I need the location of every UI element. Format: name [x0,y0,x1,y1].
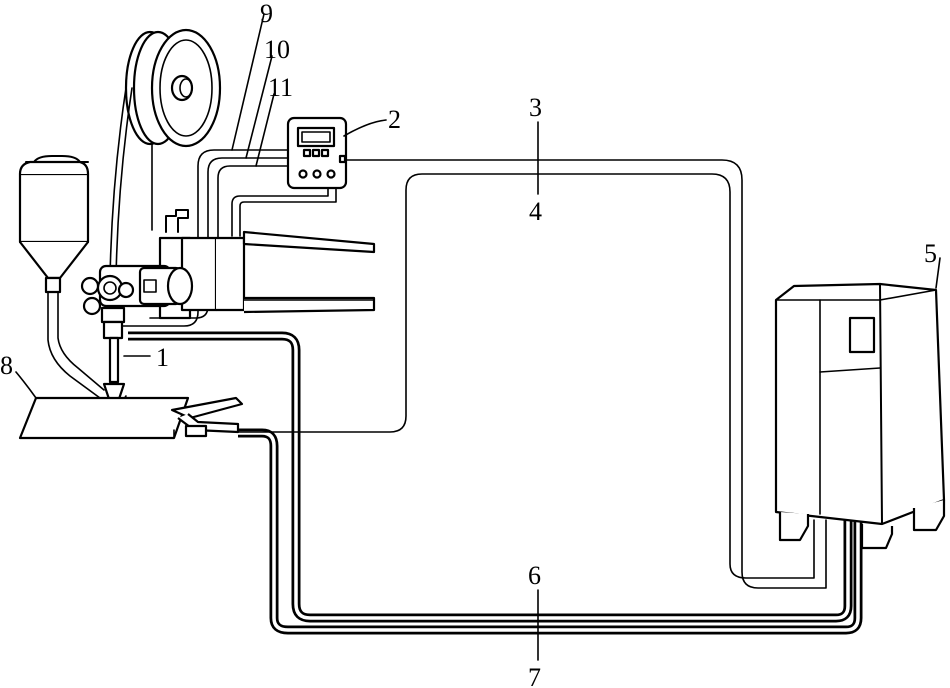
label-6: 6 [528,561,541,590]
label-7: 7 [528,663,541,688]
carriage-beam [216,187,376,314]
ground-cable-7 [238,428,863,635]
welding-torch [99,306,127,411]
control-cable-3 [345,159,827,589]
label-11: 11 [268,73,293,102]
label-3: 3 [529,93,542,122]
flux-hopper [18,155,105,399]
label-8: 8 [0,351,13,380]
control-box [286,116,348,190]
label-9: 9 [260,0,273,28]
wire-feeder [80,264,194,316]
label-2: 2 [388,105,401,134]
workpiece [18,396,190,440]
control-cable-4 [237,173,815,579]
label-4: 4 [529,197,542,226]
label-5: 5 [924,239,937,268]
ground-clamp [170,396,244,438]
leader-lines [15,13,941,661]
power-source [774,282,946,550]
wire-spool [109,28,222,279]
power-cable-6 [128,331,853,623]
label-10: 10 [264,35,290,64]
label-1: 1 [156,343,169,372]
